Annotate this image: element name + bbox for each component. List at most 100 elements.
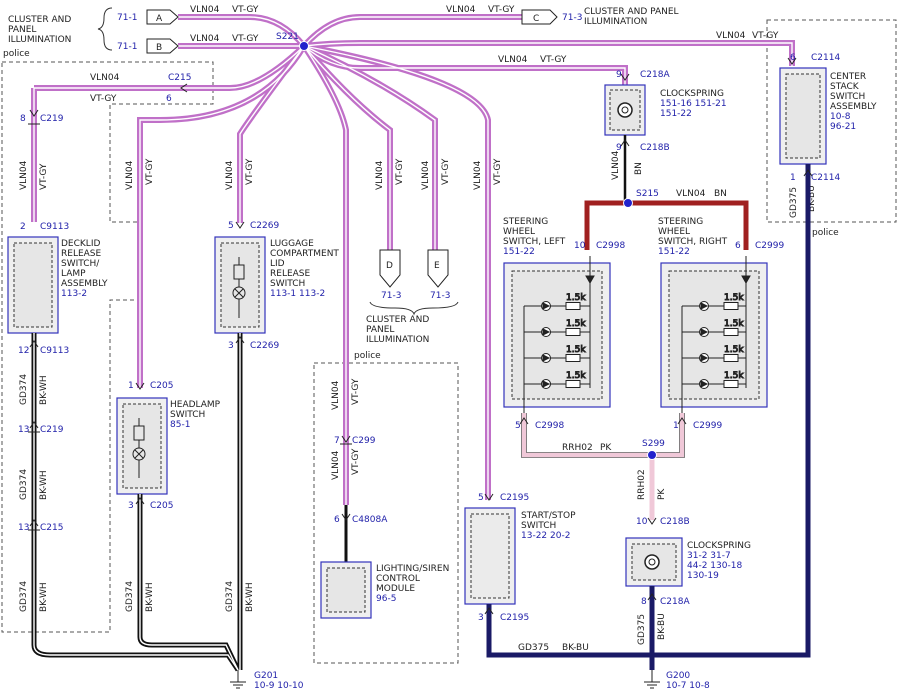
connector-c2269-bottom: C2269 — [250, 341, 279, 351]
steering-right-label: STEERING WHEEL SWITCH, RIGHT 151-22 — [658, 217, 728, 257]
svg-text:STEERING: STEERING — [658, 217, 703, 227]
svg-text:VLN04: VLN04 — [331, 450, 341, 480]
resistor-icon — [723, 328, 739, 336]
svg-text:VT-GY: VT-GY — [493, 158, 503, 185]
pin-5-c2998: 5 — [515, 421, 521, 431]
pin-6-c215: 6 — [166, 94, 172, 104]
ground-wire-labels: GD374 BK-WH GD374 BK-WH GD374 BK-WH GD37… — [19, 374, 667, 653]
resistor-row: 1.5k — [682, 345, 746, 363]
svg-text:VLN04: VLN04 — [225, 160, 235, 190]
resistor-value-label: 1.5k — [566, 371, 586, 381]
pin-9-c218a: 9 — [616, 70, 622, 80]
pin-1-c205: 1 — [128, 381, 134, 391]
connector-c2114-top: C2114 — [811, 53, 840, 63]
svg-text:130-19: 130-19 — [687, 571, 719, 581]
connector-c2999-top: C2999 — [755, 241, 784, 251]
wire-label-bn: BN — [714, 189, 727, 199]
clockspring-top-coil — [617, 102, 633, 118]
svg-text:ILLUMINATION: ILLUMINATION — [366, 335, 429, 345]
g201-refs: 10-9 10-10 — [254, 681, 304, 691]
vertical-labels-left: VLN04 VT-GY VLN04 VT-GY VLN04 VT-GY VLN0… — [19, 158, 503, 480]
connector-c219-bottom: C219 — [40, 425, 64, 435]
svg-text:151-16 151-21: 151-16 151-21 — [660, 99, 727, 109]
connector-c218a-bottom: C218A — [660, 597, 690, 607]
resistor-row: 1.5k — [682, 293, 746, 311]
g200-label: G200 — [666, 671, 690, 681]
wire-label-vt-gy: VT-GY — [90, 94, 117, 104]
connector-c9113-top: C9113 — [40, 222, 69, 232]
wire-label-vln04: VLN04 — [90, 73, 120, 83]
svg-text:GD374: GD374 — [125, 581, 135, 612]
ground-wires-g201 — [31, 333, 243, 672]
ref-71-3-c: 71-3 — [562, 13, 582, 23]
svg-text:WHEEL: WHEEL — [658, 227, 690, 237]
connector-c218b-top: C218B — [640, 143, 670, 153]
resistor-value-label: 1.5k — [566, 319, 586, 329]
resistor-value-label: 1.5k — [566, 293, 586, 303]
svg-text:GD374: GD374 — [19, 469, 29, 500]
svg-text:GD375: GD375 — [637, 614, 647, 645]
police-label-bottom: police — [354, 351, 381, 361]
connector-c215-top: C215 — [168, 73, 191, 83]
pin-2-c9113: 2 — [20, 222, 26, 232]
wire-label-bn: BN — [634, 162, 644, 175]
connector-c4808a: C4808A — [352, 515, 388, 525]
svg-text:VT-GY: VT-GY — [245, 158, 255, 185]
svg-text:SWITCH, RIGHT: SWITCH, RIGHT — [658, 237, 728, 247]
pin-5-c2195: 5 — [478, 493, 484, 503]
connector-c2195-bottom: C2195 — [500, 613, 529, 623]
resistor-row: 1.5k — [524, 319, 590, 337]
wire-label-vln04: VLN04 — [446, 5, 476, 15]
connector-c2114-bottom: C2114 — [811, 173, 840, 183]
bracket-left — [97, 7, 113, 51]
pin-1-c2999: 1 — [673, 421, 679, 431]
resistor-icon — [723, 380, 739, 388]
wire-label-rrh02: RRH02 — [562, 443, 593, 453]
luggage-inner — [220, 242, 260, 328]
connector-ticks — [28, 57, 813, 615]
pin-8-c219: 8 — [20, 114, 26, 124]
resistor-value-label: 1.5k — [566, 345, 586, 355]
svg-text:E: E — [434, 261, 440, 271]
splice-s299-label: S299 — [642, 439, 665, 449]
wire-label-vln04: VLN04 — [676, 189, 706, 199]
svg-text:VT-GY: VT-GY — [145, 158, 155, 185]
splice-s221-dot — [299, 41, 309, 51]
pin-8-c218a: 8 — [641, 597, 647, 607]
startstop-inner — [470, 513, 510, 599]
wire-label-vt-gy: VT-GY — [232, 34, 259, 44]
connector-c: C — [521, 9, 558, 25]
clockspring-top-label: CLOCKSPRING 151-16 151-21 151-22 — [660, 89, 727, 119]
svg-text:LUGGAGE: LUGGAGE — [270, 239, 314, 249]
wire-label-vt-gy: VT-GY — [752, 31, 779, 41]
connector-c9113-bottom: C9113 — [40, 346, 69, 356]
ref-71-1-a: 71-1 — [117, 13, 137, 23]
police-region-right — [766, 19, 897, 223]
cluster-label-top-right: CLUSTER AND PANEL ILLUMINATION — [584, 7, 679, 27]
connector-c299: C299 — [352, 436, 376, 446]
svg-text:SWITCH/: SWITCH/ — [61, 259, 100, 269]
svg-text:SWITCH: SWITCH — [830, 92, 865, 102]
connector-c219-top: C219 — [40, 114, 64, 124]
wire-bn-bus — [584, 200, 749, 250]
g200-refs: 10-7 10-8 — [666, 681, 710, 691]
svg-text:LAMP: LAMP — [61, 269, 86, 279]
connector-b: B — [146, 38, 179, 54]
svg-text:C: C — [533, 14, 539, 24]
arrow-c219 — [29, 109, 39, 117]
svg-text:CLOCKSPRING: CLOCKSPRING — [687, 541, 751, 551]
ground-wires-g200 — [486, 164, 811, 670]
svg-text:96-5: 96-5 — [376, 594, 396, 604]
resistor-ladder-left: 1.5k 1.5k 1.5k 1.5k — [523, 256, 595, 413]
wire-label-vln04: VLN04 — [190, 5, 220, 15]
g201-label: G201 — [254, 671, 278, 681]
wire-label-vln04: VLN04 — [716, 31, 746, 41]
clockspring-top-coil-inner — [621, 106, 629, 114]
steering-left-label: STEERING WHEEL SWITCH, LEFT 151-22 — [503, 217, 566, 257]
svg-text:VT-GY: VT-GY — [351, 378, 361, 405]
center-stack-inner — [785, 73, 821, 159]
svg-text:STEERING: STEERING — [503, 217, 548, 227]
lighting-module-inner — [326, 567, 366, 613]
pin-9-c218b: 9 — [616, 143, 622, 153]
splice-s221-label: S221 — [276, 32, 299, 42]
